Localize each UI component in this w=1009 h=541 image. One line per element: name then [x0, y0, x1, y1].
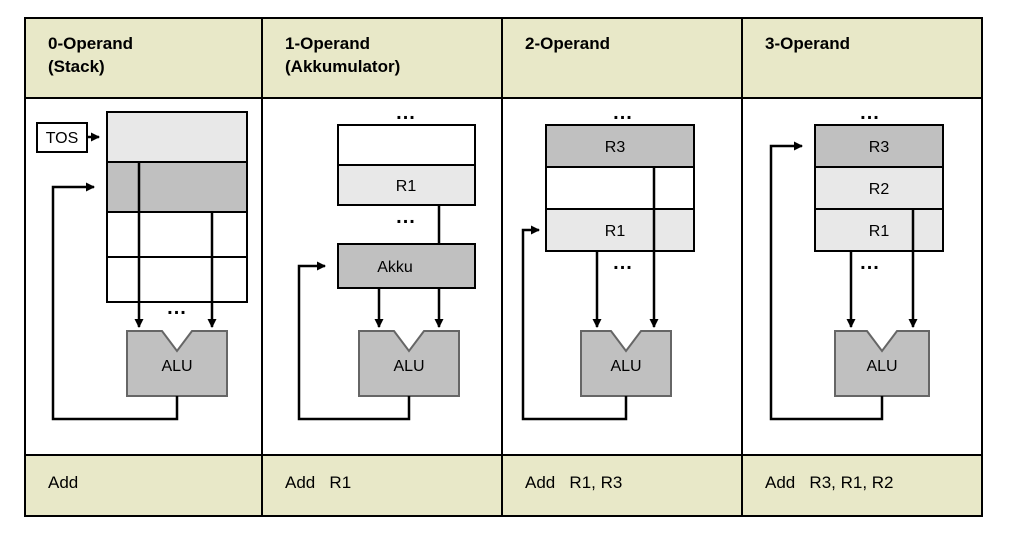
- register-label-r1: R1: [869, 223, 890, 240]
- stack-ellipsis: ...: [167, 297, 187, 319]
- alu-label: ALU: [610, 358, 641, 375]
- alu-label: ALU: [161, 358, 192, 375]
- instruction-label-2-operand: Add R1, R3: [525, 473, 623, 492]
- operand-formats-table: 0-Operand (Stack) 1-Operand (Akkumulator…: [24, 17, 983, 517]
- instruction-cell-1-operand: Add R1: [263, 456, 503, 515]
- stack-cell-1: [106, 161, 248, 213]
- regfile-bottom-ellipsis: ...: [396, 206, 416, 228]
- diagram-cell-3-operand: ... R3 R2 R1 ...: [743, 99, 981, 454]
- instruction-cell-2-operand: Add R1, R3: [503, 456, 743, 515]
- alu-label: ALU: [866, 358, 897, 375]
- diagram-cell-2-operand: ... R3 R1 ...: [503, 99, 743, 454]
- akku-label: Akku: [377, 259, 413, 276]
- accumulator-box: Akku: [337, 243, 476, 289]
- header-label-2-operand: 2-Operand: [525, 34, 611, 53]
- register-cell-r1: [814, 208, 944, 252]
- alu-block: ALU: [834, 330, 930, 397]
- register-label-r2: R2: [869, 181, 890, 198]
- register-cell-0: [337, 124, 476, 166]
- alu-block: ALU: [358, 330, 460, 397]
- stack-cell-2: [106, 211, 248, 258]
- register-label-r3: R3: [869, 139, 890, 156]
- register-cell-r3: [545, 124, 695, 168]
- instruction-cell-3-operand: Add R3, R1, R2: [743, 456, 981, 515]
- header-cell-0-operand: 0-Operand (Stack): [26, 19, 263, 97]
- diagram-cell-1-operand: ... R1 ... Akku: [263, 99, 503, 454]
- stack-box: [106, 111, 248, 303]
- regfile-top-ellipsis: ...: [613, 102, 633, 124]
- alu-block: ALU: [126, 330, 228, 397]
- table-body-row: TOS: [26, 99, 981, 456]
- instruction-label-0-operand: Add: [48, 473, 79, 492]
- register-label-r1: R1: [605, 223, 626, 240]
- alu-block: ALU: [580, 330, 672, 397]
- regfile-top-ellipsis: ...: [860, 102, 880, 124]
- register-cell-r1: [545, 208, 695, 252]
- two-operand-machine-diagram: ... R3 R1 ...: [521, 102, 695, 421]
- alu-writeback-path: [51, 182, 179, 421]
- register-cell-1: [337, 164, 476, 206]
- instruction-label-3-operand: Add R3, R1, R2: [765, 473, 894, 492]
- table-footer-row: Add Add R1 Add R1, R3 Add R3, R1, R2: [26, 456, 981, 515]
- header-label-0-operand: 0-Operand (Stack): [48, 34, 134, 76]
- stack-machine-diagram: TOS: [36, 111, 248, 421]
- accumulator-machine-diagram: ... R1 ... Akku: [297, 102, 476, 421]
- register-label-r3: R3: [605, 139, 626, 156]
- header-cell-1-operand: 1-Operand (Akkumulator): [263, 19, 503, 97]
- regfile-bottom-ellipsis: ...: [613, 252, 633, 274]
- tos-label: TOS: [46, 130, 79, 147]
- header-cell-3-operand: 3-Operand: [743, 19, 981, 97]
- alu-writeback-path: [521, 225, 628, 421]
- header-cell-2-operand: 2-Operand: [503, 19, 743, 97]
- diagram-cell-0-operand: TOS: [26, 99, 263, 454]
- instruction-cell-0-operand: Add: [26, 456, 263, 515]
- alu-writeback-path: [769, 141, 884, 421]
- register-file-box: R1: [337, 124, 476, 206]
- table-header-row: 0-Operand (Stack) 1-Operand (Akkumulator…: [26, 19, 981, 99]
- regfile-top-ellipsis: ...: [396, 102, 416, 124]
- tos-pointer-box: TOS: [36, 122, 88, 153]
- stack-cell-3: [106, 256, 248, 303]
- header-label-1-operand: 1-Operand (Akkumulator): [285, 34, 401, 76]
- regfile-bottom-ellipsis: ...: [860, 252, 880, 274]
- header-label-3-operand: 3-Operand: [765, 34, 851, 53]
- register-cell-empty: [545, 166, 695, 210]
- alu-label: ALU: [393, 358, 424, 375]
- register-file-box: R3 R1: [545, 124, 695, 252]
- three-operand-machine-diagram: ... R3 R2 R1 ...: [769, 102, 944, 421]
- register-cell-r2: [814, 166, 944, 210]
- register-label-r1: R1: [396, 178, 417, 195]
- instruction-label-1-operand: Add R1: [285, 473, 352, 492]
- stack-cell-0: [106, 111, 248, 163]
- register-cell-r3: [814, 124, 944, 168]
- alu-writeback-path: [297, 261, 411, 421]
- register-file-box: R3 R2 R1: [814, 124, 944, 252]
